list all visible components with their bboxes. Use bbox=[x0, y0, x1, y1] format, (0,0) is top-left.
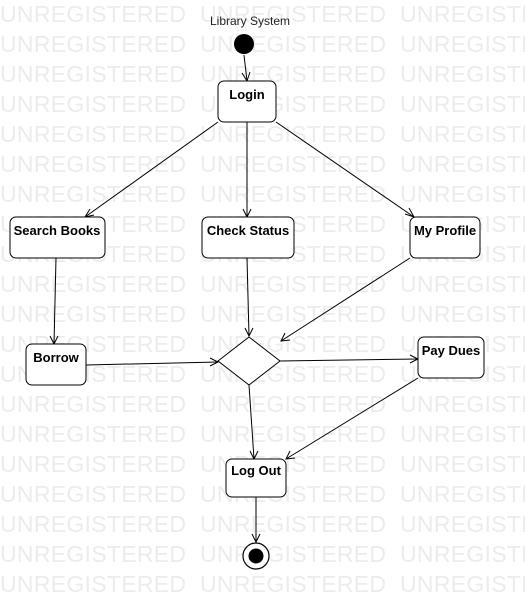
watermark-text: UNREGISTERED bbox=[400, 391, 525, 417]
watermark-text: UNREGISTERED bbox=[400, 481, 525, 507]
watermark-text: UNREGISTERED bbox=[400, 121, 525, 147]
node-log-out[interactable]: Log Out bbox=[225, 458, 287, 498]
node-log-out-label: Log Out bbox=[231, 463, 281, 478]
watermark-text: UNREGISTERED bbox=[400, 271, 525, 297]
watermark-text: UNREGISTERED bbox=[200, 421, 386, 447]
watermark-text: UNREGISTERED bbox=[400, 571, 525, 597]
watermark-text: UNREGISTERED bbox=[0, 511, 186, 537]
watermark-text: UNREGISTERED bbox=[0, 541, 186, 567]
watermark-text: UNREGISTERED bbox=[0, 181, 186, 207]
arrowhead-decision-right bbox=[280, 332, 291, 342]
node-search-books-label: Search Books bbox=[14, 223, 101, 238]
watermark-text: UNREGISTERED bbox=[400, 151, 525, 177]
watermark-text: UNREGISTERED bbox=[400, 181, 525, 207]
watermark-text: UNREGISTERED bbox=[400, 91, 525, 117]
arrowhead-decision-top bbox=[244, 327, 254, 338]
watermark-text: UNREGISTERED bbox=[0, 61, 186, 87]
edge-check-decision bbox=[246, 257, 250, 337]
arrowhead-decision-left bbox=[209, 357, 220, 367]
watermark-text: UNREGISTERED bbox=[200, 571, 386, 597]
edge-paydues-logout bbox=[285, 377, 419, 460]
final-node[interactable] bbox=[242, 542, 270, 570]
watermark-text: UNREGISTERED bbox=[0, 151, 186, 177]
watermark-text: UNREGISTERED bbox=[400, 31, 525, 57]
node-pay-dues[interactable]: Pay Dues bbox=[417, 336, 485, 379]
watermark-text: UNREGISTERED bbox=[0, 91, 186, 117]
watermark-text: UNREGISTERED bbox=[0, 571, 186, 597]
watermark-text: UNREGISTERED bbox=[200, 301, 386, 327]
arrowhead-logout-right bbox=[285, 450, 296, 460]
edge-search-borrow bbox=[53, 257, 57, 345]
node-search-books[interactable]: Search Books bbox=[9, 216, 106, 259]
watermark-text: UNREGISTERED bbox=[400, 511, 525, 537]
watermark-text: UNREGISTERED bbox=[0, 271, 186, 297]
decision-node[interactable] bbox=[217, 336, 281, 386]
node-check-status[interactable]: Check Status bbox=[201, 216, 295, 259]
watermark-text: UNREGISTERED bbox=[200, 511, 386, 537]
arrowhead-end bbox=[251, 533, 261, 544]
watermark-text: UNREGISTERED bbox=[0, 391, 186, 417]
watermark-text: UNREGISTERED bbox=[200, 1, 386, 27]
node-check-status-label: Check Status bbox=[207, 223, 289, 238]
node-borrow-label: Borrow bbox=[33, 350, 79, 365]
watermark-text: UNREGISTERED bbox=[200, 151, 386, 177]
watermark-text: UNREGISTERED bbox=[400, 451, 525, 477]
edge-login-search bbox=[84, 121, 219, 218]
node-login-label: Login bbox=[229, 87, 264, 102]
watermark-text: UNREGISTERED bbox=[0, 301, 186, 327]
watermark-text: UNREGISTERED bbox=[400, 1, 525, 27]
diagram-title: Library System bbox=[210, 14, 290, 28]
watermark-text: UNREGISTERED bbox=[200, 391, 386, 417]
watermark-text: UNREGISTERED bbox=[0, 121, 186, 147]
edge-decision-paydues bbox=[279, 358, 419, 362]
watermark-text: UNREGISTERED bbox=[200, 271, 386, 297]
watermark-text: UNREGISTERED bbox=[400, 61, 525, 87]
watermark-text: UNREGISTERED bbox=[0, 451, 186, 477]
watermark-text: UNREGISTERED bbox=[0, 481, 186, 507]
watermark-layer: UNREGISTERED UNREGISTERED UNREGISTERED UNRE… bbox=[0, 1, 525, 597]
edge-borrow-decision bbox=[85, 361, 219, 366]
edge-login-profile bbox=[275, 121, 415, 218]
node-pay-dues-label: Pay Dues bbox=[422, 343, 481, 358]
node-login[interactable]: Login bbox=[217, 80, 277, 123]
watermark-text: UNREGISTERED bbox=[200, 31, 386, 57]
watermark-text: UNREGISTERED bbox=[200, 181, 386, 207]
initial-node[interactable] bbox=[234, 34, 254, 54]
edge-start-login bbox=[243, 54, 248, 82]
edges bbox=[53, 54, 419, 542]
watermark-text: UNREGISTERED bbox=[0, 421, 186, 447]
watermark-text: UNREGISTERED bbox=[400, 301, 525, 327]
node-borrow[interactable]: Borrow bbox=[25, 343, 87, 386]
watermark-text: UNREGISTERED bbox=[200, 541, 386, 567]
watermark-text: UNREGISTERED bbox=[0, 31, 186, 57]
edge-decision-logout bbox=[248, 384, 255, 460]
edge-profile-decision bbox=[280, 257, 411, 342]
watermark-text: UNREGISTERED bbox=[400, 541, 525, 567]
watermark-text: UNREGISTERED bbox=[400, 421, 525, 447]
node-my-profile[interactable]: My Profile bbox=[409, 216, 481, 259]
watermark-text: UNREGISTERED bbox=[0, 1, 186, 27]
node-my-profile-label: My Profile bbox=[414, 223, 476, 238]
